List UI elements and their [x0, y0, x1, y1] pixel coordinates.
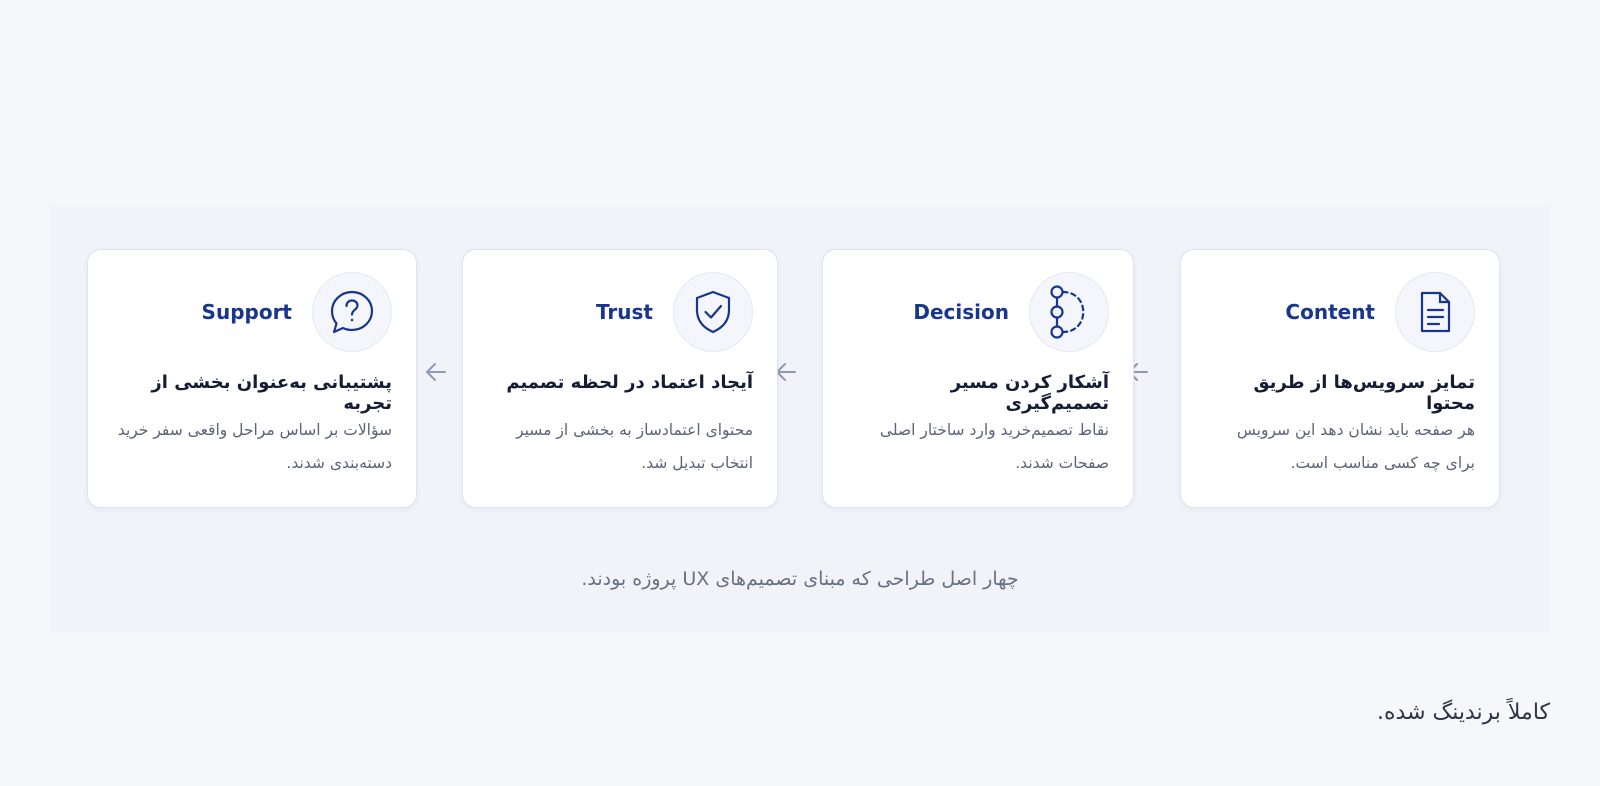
- card-description: هر صفحه باید نشان دهد این سرویس برای چه …: [1236, 421, 1475, 472]
- card-header: Content: [1285, 272, 1475, 352]
- footer-text: کاملاً برندینگ شده.: [1377, 700, 1550, 725]
- card-title: پشتیبانی به‌عنوان بخشی از تجربه: [151, 372, 392, 414]
- decision-path-icon: [1029, 272, 1109, 352]
- diagram-caption: چهار اصل طراحی که مبنای تصمیم‌های UX پرو…: [581, 568, 1019, 590]
- card-header: Support: [202, 272, 392, 352]
- card-tag: Content: [1285, 300, 1375, 324]
- card-tag: Trust: [595, 300, 653, 324]
- card-description: نقاط تصمیم‌خرید وارد ساختار اصلی صفحات ش…: [879, 421, 1109, 472]
- card-header: Decision: [913, 272, 1109, 352]
- shield-check-icon: [673, 272, 753, 352]
- card-trust: Trust آیجاد اعتماد در لحظه تصمیم محتوای …: [462, 249, 778, 508]
- card-title: تمایز سرویس‌ها از طریق محتوا: [1253, 372, 1475, 414]
- card-tag: Support: [201, 300, 292, 324]
- card-description: محتوای اعتمادساز به بخشی از مسیر انتخاب …: [516, 421, 753, 472]
- card-header: Trust: [596, 272, 753, 352]
- principles-panel: Content تمایز سرویس‌ها از طریق محتوا هر …: [50, 205, 1550, 632]
- card-title: آیجاد اعتماد در لحظه تصمیم: [506, 372, 753, 393]
- card-tag: Decision: [913, 300, 1009, 324]
- card-title: آشکار کردن مسیر تصمیم‌گیری: [950, 372, 1109, 414]
- card-content: Content تمایز سرویس‌ها از طریق محتوا هر …: [1180, 249, 1500, 508]
- arrow-left-icon: [426, 363, 446, 381]
- card-description: سؤالات بر اساس مراحل واقعی سفر خرید دسته…: [117, 421, 392, 472]
- question-bubble-icon: [312, 272, 392, 352]
- card-decision: Decision آشکار کردن مسیر تصمیم‌گیری نقاط…: [822, 249, 1134, 508]
- card-support: Support پشتیبانی به‌عنوان بخشی از تجربه …: [87, 249, 417, 508]
- document-icon: [1395, 272, 1475, 352]
